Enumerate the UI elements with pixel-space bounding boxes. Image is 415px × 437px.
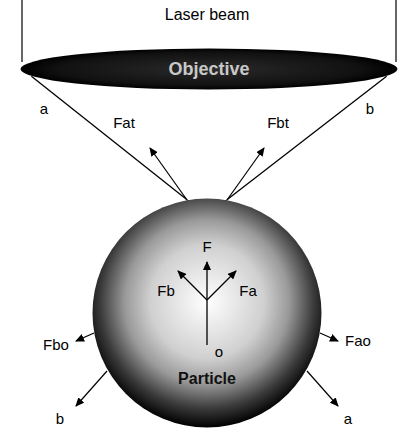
node-label: Particle <box>178 370 236 388</box>
force-arrow <box>76 333 94 341</box>
exit-ray <box>76 371 107 406</box>
objective-lens: Objective <box>20 48 398 90</box>
beam-label: Laser beam <box>165 6 250 24</box>
force-label: o <box>215 343 223 361</box>
ray-label: a <box>40 100 48 118</box>
ray-label: b <box>366 100 374 118</box>
force-label: a <box>344 410 352 428</box>
force-label: b <box>56 410 64 428</box>
beam-edge <box>21 0 22 62</box>
light-ray <box>227 76 387 200</box>
force-arrow <box>320 333 338 341</box>
force-label: Fb <box>157 282 175 300</box>
force-arrow <box>206 262 207 345</box>
force-arrow <box>227 148 264 200</box>
force-label: Fao <box>345 332 371 350</box>
force-label: Fa <box>239 282 257 300</box>
node-label: Objective <box>168 59 249 80</box>
beam-edge <box>395 0 396 62</box>
light-ray <box>31 76 187 200</box>
exit-ray <box>307 371 338 406</box>
force-label: Fat <box>113 114 135 132</box>
force-label: Fbo <box>43 336 69 354</box>
force-label: Fbt <box>267 114 289 132</box>
force-label: F <box>202 238 211 256</box>
